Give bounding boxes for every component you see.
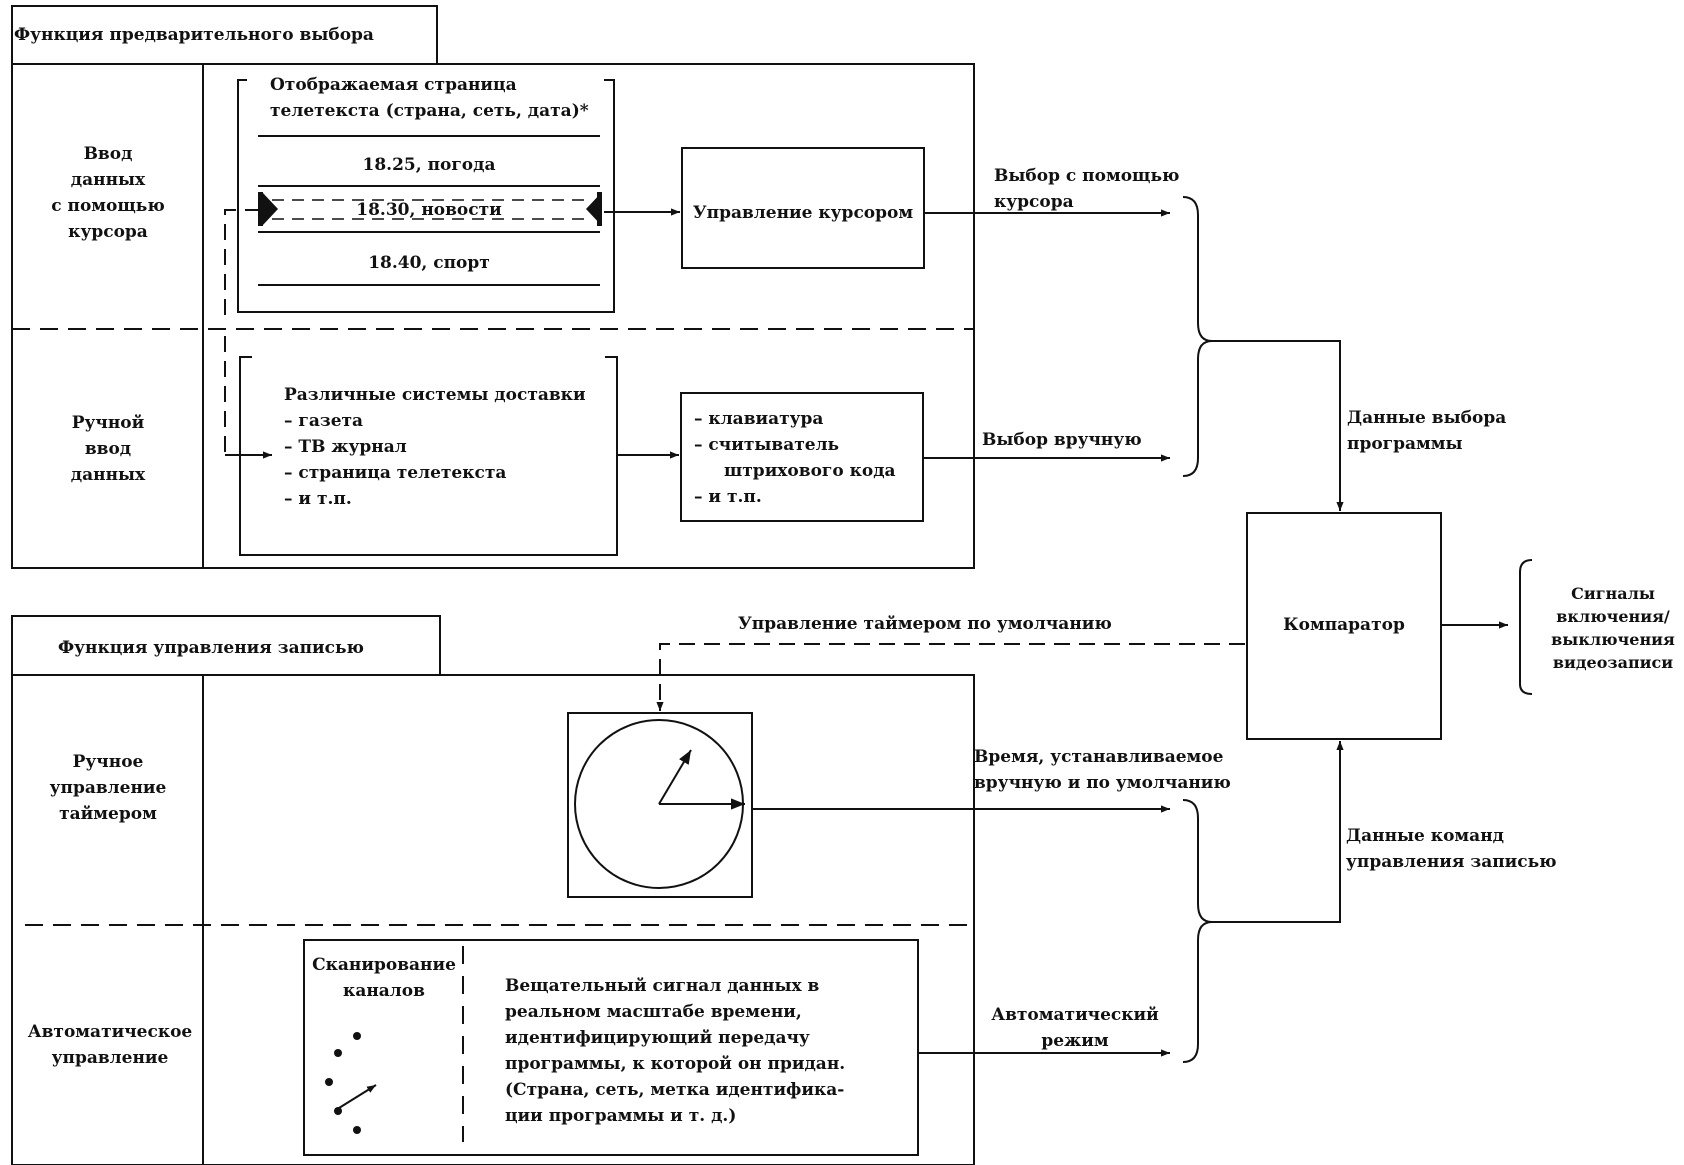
upper-brace <box>1182 196 1213 477</box>
dashed-feed <box>224 209 262 315</box>
scan-box <box>303 939 919 1156</box>
section1-frame <box>11 63 975 569</box>
program-data-label: Данные выбора программы <box>1347 408 1507 454</box>
teletext-item-sport: 18.40, спорт <box>368 253 490 273</box>
broadcast-signal-text: Вещательный сигнал данных в реальном мас… <box>505 976 846 1126</box>
teletext-item-weather: 18.25, погода <box>362 155 496 175</box>
default-timer-line <box>656 643 1245 711</box>
clock-frame <box>567 712 753 898</box>
cursor-control-box <box>681 147 925 269</box>
output-brace <box>1519 559 1533 695</box>
section2-title: Функция управления записью <box>58 638 364 658</box>
section2-title-tab <box>11 615 441 675</box>
delivery-bracket <box>239 356 618 556</box>
section1-title-tab <box>11 5 438 64</box>
channel-scan-label: Сканирование каналов <box>312 955 456 1001</box>
cursor-selection-label: Выбор с помощью курсора <box>994 166 1180 212</box>
cursor-marker-left <box>262 192 278 226</box>
row-manual-label: Ручной ввод данных <box>70 413 146 485</box>
teletext-item-news: 18.30, новости <box>356 200 502 220</box>
manual-selection-label: Выбор вручную <box>982 430 1142 450</box>
default-timer-label: Управление таймером по умолчанию <box>738 614 1112 634</box>
teletext-bracket <box>237 79 615 313</box>
comparator-label: Компаратор <box>1283 615 1405 635</box>
manual-time-label: Время, устанавливаемое вручную и по умол… <box>974 747 1231 793</box>
row-timer-label: Ручное управление таймером <box>49 752 167 824</box>
section1-title: Функция предварительного выбора <box>14 25 374 45</box>
automatic-mode-label: Автоматический режим <box>991 1005 1159 1051</box>
output-signals-label: Сигналы включения/ выключения видеозапис… <box>1551 584 1675 672</box>
row-auto-label: Автоматическое управление <box>27 1022 193 1068</box>
section2-frame <box>11 674 975 1165</box>
cursor-control-label: Управление курсором <box>692 203 914 223</box>
row-cursor-label: Ввод данных с помощью курсора <box>51 144 165 242</box>
teletext-caption: Отображаемая страница телетекста (страна… <box>270 75 589 121</box>
delivery-title: Различные системы доставки <box>284 385 586 405</box>
lower-brace <box>1182 799 1213 1063</box>
input-devices-list: – клавиатура – считыватель штрихового ко… <box>694 409 896 507</box>
delivery-text: Различные системы доставки – газета – ТВ… <box>284 382 586 512</box>
record-commands-label: Данные команд управления записью <box>1346 826 1557 872</box>
